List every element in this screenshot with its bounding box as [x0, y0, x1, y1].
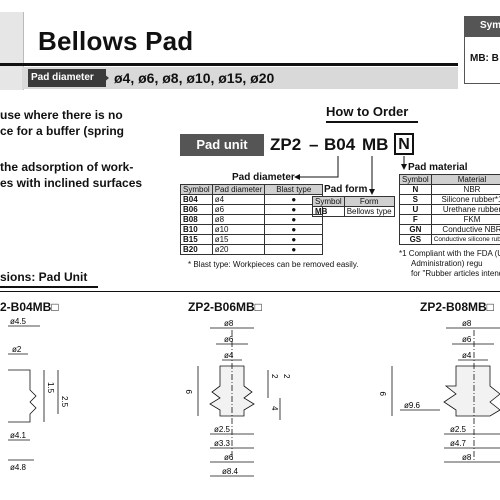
dim-label: 2 [282, 374, 291, 379]
how-to-order-title: How to Order [326, 104, 409, 119]
dim-label: ø4 [462, 351, 472, 360]
dim-label: ø2 [12, 345, 22, 354]
dim-label: 2.5 [60, 396, 69, 408]
intro-line-3: the adsorption of work- [0, 160, 134, 174]
section-divider [0, 291, 500, 292]
material-note-3: for "Rubber articles intende [411, 269, 500, 278]
dim-label: ø4.1 [10, 431, 27, 440]
table-header: Symbol [312, 196, 345, 207]
model-b04: 2-B04MB□ [0, 300, 59, 314]
dim-label: ø6 [462, 335, 472, 344]
table-header: Symbol [180, 184, 213, 195]
dimensions-title: sions: Pad Unit [0, 270, 88, 284]
drawing-b08: ø8 ø6 ø4 9 ø9.6 ø2.5 ø4.7 ø8 [379, 319, 500, 463]
pad-unit-label: Pad unit [180, 134, 264, 156]
dimensions-underline [0, 286, 98, 288]
dim-label: ø4 [224, 351, 234, 360]
dim-label: 9 [185, 389, 194, 394]
material-note-1: *1 Compliant with the FDA (U [399, 249, 500, 258]
table-header: Form [343, 196, 395, 207]
dim-label: ø8 [224, 319, 234, 328]
code-form: MB [362, 135, 389, 154]
dim-label: ø6 [224, 335, 234, 344]
drawing-b06: ø8 ø6 ø4 2 2 9 4 ø2.5 ø3.3 ø6 ø8.4 [185, 319, 291, 477]
code-series: ZP2 [270, 135, 302, 154]
symbol-tab: Sym [464, 16, 500, 36]
pad-diameter-heading: Pad diameter [232, 172, 295, 183]
model-b08: ZP2-B08MB□ [420, 300, 494, 314]
intro-line-1: use where there is no [0, 108, 123, 122]
dim-label: ø2.5 [450, 425, 467, 434]
dim-label: 4 [270, 406, 279, 411]
table-header: Material [430, 174, 500, 185]
symbol-box: MB: B [464, 36, 500, 84]
pad-material-heading: Pad material [408, 162, 468, 173]
code-material: N [394, 133, 414, 155]
dim-label: ø8 [462, 319, 472, 328]
pad-diameter-bar [22, 67, 458, 89]
dim-label: ø6 [224, 453, 234, 462]
dim-label: ø8 [462, 453, 472, 462]
title-underline [0, 63, 458, 66]
dim-label: ø2.5 [214, 425, 231, 434]
dim-label: ø4.5 [10, 317, 27, 326]
code-dash: – [309, 135, 319, 154]
arrow-right-icon [103, 73, 109, 83]
pad-diameter-label: Pad diameter [28, 69, 106, 87]
drawing-b04: ø4.5 ø2 1.5 2.5 ø4.1 ø4.8 [8, 317, 69, 472]
pad-form-heading: Pad form [324, 184, 368, 195]
dim-label: ø9.6 [404, 401, 421, 410]
model-b06: ZP2-B06MB□ [188, 300, 262, 314]
dim-label: ø3.3 [214, 439, 231, 448]
dim-label: ø8.4 [222, 467, 239, 476]
code-diameter: B04 [324, 135, 356, 154]
side-tab-left [0, 12, 24, 90]
table-header: Symbol [399, 174, 432, 185]
intro-line-2: ce for a buffer (spring [0, 124, 125, 138]
how-to-order-underline [326, 121, 418, 123]
intro-line-4: es with inclined surfaces [0, 176, 143, 190]
dim-label: ø4.7 [450, 439, 467, 448]
blast-note: * Blast type: Workpieces can be removed … [188, 260, 359, 269]
dim-label: 1.5 [46, 382, 55, 394]
table-header: Blast type [264, 184, 324, 195]
table-header: Pad diameter [211, 184, 266, 195]
dim-label: ø4.8 [10, 463, 27, 472]
dim-label: 2 [270, 374, 279, 379]
page-title: Bellows Pad [38, 26, 194, 56]
dim-label: 9 [379, 391, 388, 396]
material-note-2: Administration) regu [411, 259, 483, 268]
pad-diameter-values: ø4, ø6, ø8, ø10, ø15, ø20 [114, 70, 275, 86]
